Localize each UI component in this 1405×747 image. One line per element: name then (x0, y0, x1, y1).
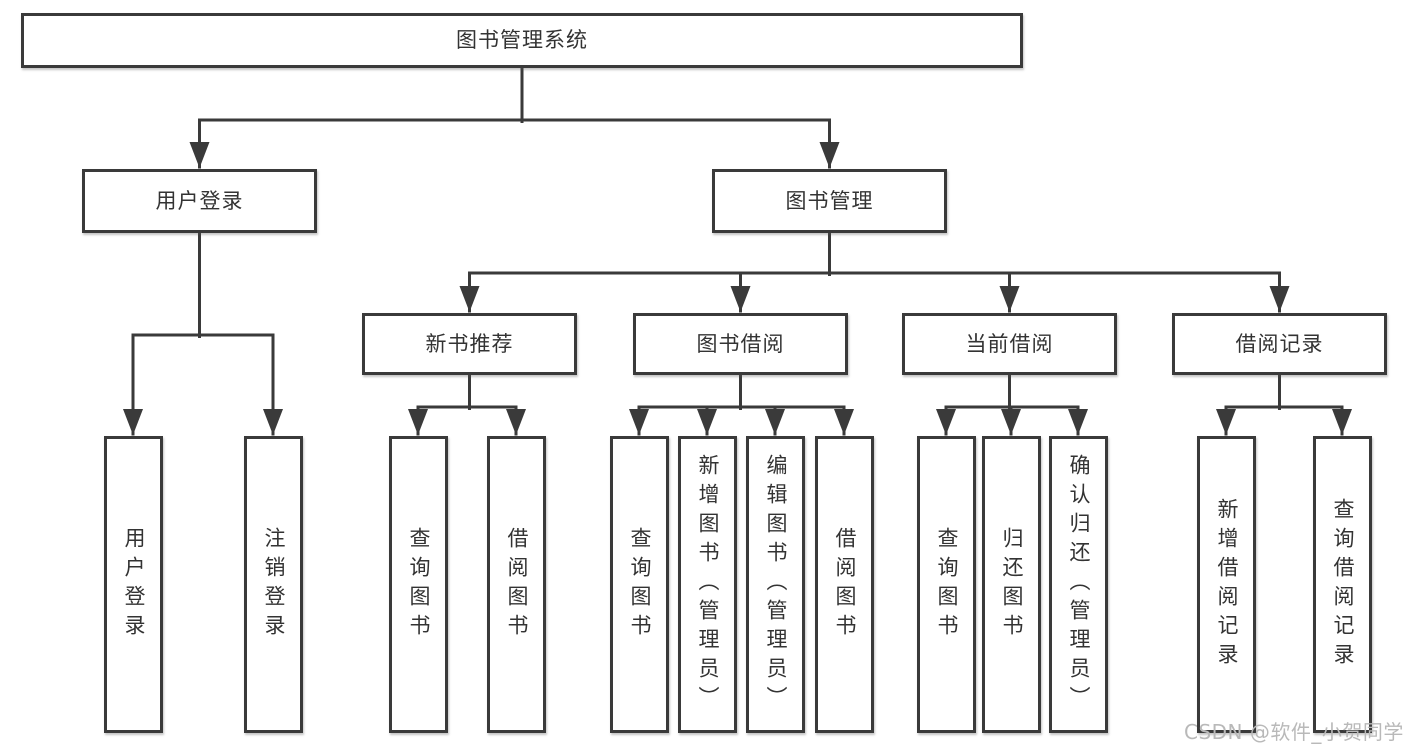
leaf-edit-book-admin: 编辑图书（管理员） (746, 436, 805, 733)
leaf-add-book-admin-label: 新增图书（管理员） (696, 454, 720, 715)
leaf-query-borrow-record: 查询借阅记录 (1313, 436, 1372, 733)
leaf-query-book-current-label: 查询图书 (935, 526, 959, 643)
leaf-logout-label: 注销登录 (262, 526, 286, 643)
leaf-user-login: 用户登录 (104, 436, 163, 733)
leaf-return-book: 归还图书 (982, 436, 1041, 733)
leaf-borrow-book-label: 借阅图书 (833, 526, 857, 643)
node-library-system: 图书管理系统 (21, 13, 1023, 68)
node-library-system-label: 图书管理系统 (456, 28, 588, 52)
leaf-query-book-recommend-label: 查询图书 (407, 526, 431, 643)
leaf-edit-book-admin-label: 编辑图书（管理员） (764, 454, 788, 715)
leaf-confirm-return-admin: 确认归还（管理员） (1049, 436, 1108, 733)
leaf-logout: 注销登录 (244, 436, 303, 733)
leaf-add-borrow-record: 新增借阅记录 (1197, 436, 1256, 733)
leaf-query-book-current: 查询图书 (917, 436, 976, 733)
node-new-book-recommend-label: 新书推荐 (425, 331, 514, 356)
node-book-management: 图书管理 (712, 169, 947, 233)
leaf-return-book-label: 归还图书 (1000, 526, 1024, 643)
leaf-add-book-admin: 新增图书（管理员） (678, 436, 737, 733)
node-book-management-label: 图书管理 (785, 188, 874, 213)
leaf-query-book-borrow: 查询图书 (610, 436, 669, 733)
leaf-query-book-borrow-label: 查询图书 (628, 526, 652, 643)
leaf-user-login-label: 用户登录 (122, 526, 146, 643)
leaf-borrow-book-recommend-label: 借阅图书 (505, 526, 529, 643)
leaf-borrow-book-recommend: 借阅图书 (487, 436, 546, 733)
node-current-borrow-label: 当前借阅 (965, 331, 1054, 356)
node-borrow-record-label: 借阅记录 (1235, 331, 1324, 356)
leaf-query-borrow-record-label: 查询借阅记录 (1331, 497, 1355, 672)
leaf-add-borrow-record-label: 新增借阅记录 (1215, 497, 1239, 672)
leaf-borrow-book: 借阅图书 (815, 436, 874, 733)
node-book-borrow: 图书借阅 (633, 313, 848, 375)
node-new-book-recommend: 新书推荐 (362, 313, 577, 375)
node-user-login: 用户登录 (82, 169, 317, 233)
csdn-watermark: CSDN @软件_小贺同学 (1184, 720, 1404, 744)
leaf-query-book-recommend: 查询图书 (389, 436, 448, 733)
node-current-borrow: 当前借阅 (902, 313, 1117, 375)
node-book-borrow-label: 图书借阅 (696, 331, 785, 356)
node-borrow-record: 借阅记录 (1172, 313, 1387, 375)
node-user-login-label: 用户登录 (155, 188, 244, 213)
leaf-confirm-return-admin-label: 确认归还（管理员） (1067, 454, 1091, 715)
